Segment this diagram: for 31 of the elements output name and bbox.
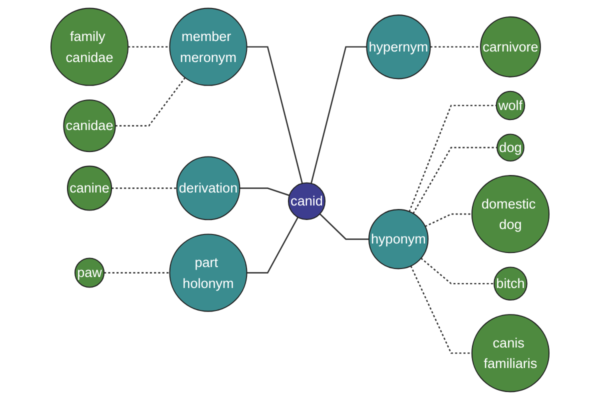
node-circle: canis familiaris — [471, 314, 550, 392]
node-circle: bitch — [494, 266, 528, 301]
node-circle: hypernym — [366, 14, 431, 80]
connector — [240, 188, 290, 196]
connector — [104, 272, 170, 274]
node-circle: domestic dog — [471, 175, 550, 254]
connector — [310, 46, 367, 184]
node-circle: derivation — [176, 156, 240, 220]
connector — [319, 213, 369, 240]
connector — [424, 213, 472, 228]
node-circle: canine — [66, 166, 112, 211]
connector — [420, 258, 494, 284]
node-circle: paw — [74, 258, 105, 288]
connector — [410, 266, 472, 354]
node-circle: member meronym — [169, 8, 248, 86]
node-circle: carnivore — [480, 16, 541, 78]
connector — [430, 46, 481, 48]
node-circle: family canidae — [50, 8, 129, 86]
node-circle: canidae — [63, 99, 116, 152]
connector — [112, 188, 177, 189]
connector — [246, 216, 299, 274]
node-circle: hyponym — [368, 209, 429, 270]
node-circle: dog — [496, 134, 524, 162]
connector — [128, 46, 170, 48]
node-circle: wolf — [496, 90, 526, 120]
node-circle: part holonym — [169, 234, 248, 312]
connector — [408, 104, 496, 212]
connector — [246, 46, 303, 184]
connector — [115, 77, 186, 126]
node-circle: canid — [288, 182, 326, 220]
connector — [412, 146, 498, 214]
